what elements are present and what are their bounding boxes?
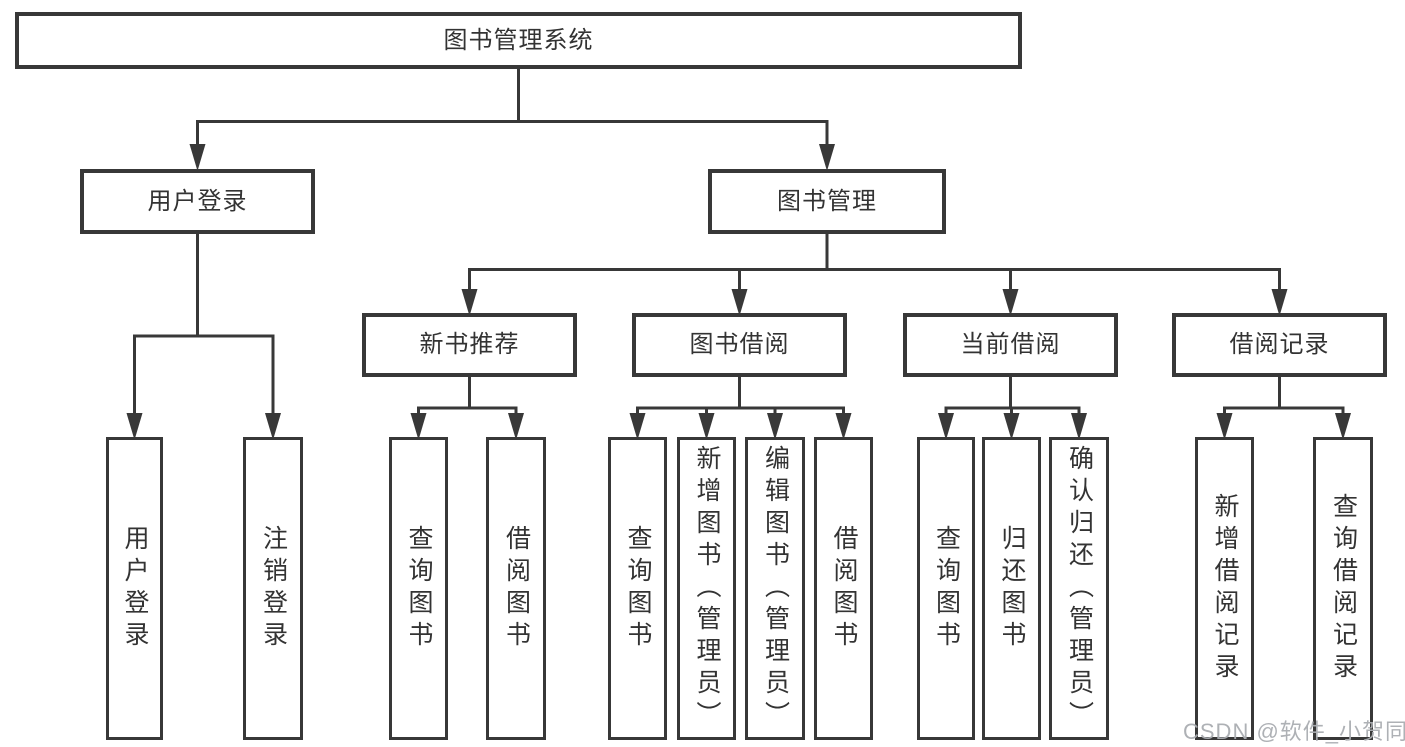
node-root-label: 图书管理系统 — [443, 26, 594, 54]
node-new-book-recommend: 新书推荐 — [362, 313, 577, 377]
leaf-newbook-borrow-books-label: 借阅图书 — [502, 524, 531, 653]
arrow-down-icon — [819, 144, 835, 171]
csdn-watermark: CSDN @软件_小贺同学 — [1183, 719, 1405, 744]
leaf-borrowing-query-books-label: 查询图书 — [624, 524, 652, 653]
arrow-down-icon — [461, 289, 478, 316]
leaf-logout: 注销登录 — [243, 437, 303, 740]
leaf-user-login: 用户登录 — [106, 437, 163, 740]
node-root: 图书管理系统 — [15, 12, 1022, 69]
node-new-book-recommend-label: 新书推荐 — [419, 331, 520, 358]
leaf-user-login-label: 用户登录 — [121, 524, 149, 653]
leaf-current-return-books-label: 归还图书 — [998, 524, 1026, 653]
leaf-newbook-borrow-books: 借阅图书 — [486, 437, 546, 740]
arrow-down-icon — [1003, 413, 1020, 440]
leaf-current-query-books-label: 查询图书 — [932, 524, 961, 653]
leaf-borrowing-query-books: 查询图书 — [608, 437, 667, 740]
node-book-borrowing: 图书借阅 — [632, 313, 847, 377]
leaf-newbook-query-books-label: 查询图书 — [405, 524, 433, 653]
arrow-down-icon — [126, 413, 143, 440]
arrow-down-icon — [508, 413, 524, 440]
leaf-borrowing-borrow-books-label: 借阅图书 — [830, 524, 858, 653]
leaf-borrowing-add-books-admin-label: 新增图书（管理员） — [693, 444, 721, 733]
arrow-down-icon — [698, 413, 715, 440]
node-borrow-records-label: 借阅记录 — [1229, 331, 1330, 358]
arrow-down-icon — [1335, 413, 1351, 440]
leaf-logout-label: 注销登录 — [259, 524, 288, 653]
leaf-records-query-record-label: 查询借阅记录 — [1329, 492, 1358, 685]
arrow-down-icon — [189, 144, 206, 171]
leaf-borrowing-borrow-books: 借阅图书 — [814, 437, 873, 740]
leaf-current-return-books: 归还图书 — [982, 437, 1041, 740]
leaf-current-confirm-return-admin: 确认归还（管理员） — [1049, 437, 1109, 740]
arrow-down-icon — [1071, 413, 1087, 440]
arrow-down-icon — [767, 413, 783, 440]
arrow-down-icon — [410, 413, 427, 440]
node-book-management-label: 图书管理 — [777, 187, 877, 215]
leaf-borrowing-edit-books-admin-label: 编辑图书（管理员） — [761, 444, 790, 733]
leaf-current-query-books: 查询图书 — [917, 437, 975, 740]
node-current-borrowing: 当前借阅 — [903, 313, 1118, 377]
node-borrow-records: 借阅记录 — [1172, 313, 1387, 377]
node-user-login: 用户登录 — [80, 169, 315, 234]
arrow-down-icon — [835, 413, 852, 440]
node-book-borrowing-label: 图书借阅 — [689, 331, 790, 358]
leaf-newbook-query-books: 查询图书 — [389, 437, 448, 740]
leaf-records-add-record-label: 新增借阅记录 — [1211, 492, 1239, 685]
arrow-down-icon — [1216, 413, 1233, 440]
arrow-down-icon — [265, 413, 281, 440]
leaf-borrowing-edit-books-admin: 编辑图书（管理员） — [745, 437, 805, 740]
arrow-down-icon — [938, 413, 954, 440]
arrow-down-icon — [629, 413, 646, 440]
arrow-down-icon — [1002, 289, 1019, 316]
leaf-current-confirm-return-admin-label: 确认归还（管理员） — [1065, 444, 1094, 733]
arrow-down-icon — [731, 289, 748, 316]
arrow-down-icon — [1271, 289, 1288, 316]
leaf-records-add-record: 新增借阅记录 — [1195, 437, 1254, 740]
node-user-login-label: 用户登录 — [147, 187, 248, 215]
leaf-records-query-record: 查询借阅记录 — [1313, 437, 1373, 740]
node-current-borrowing-label: 当前借阅 — [960, 331, 1061, 358]
node-book-management: 图书管理 — [708, 169, 946, 234]
leaf-borrowing-add-books-admin: 新增图书（管理员） — [677, 437, 736, 740]
